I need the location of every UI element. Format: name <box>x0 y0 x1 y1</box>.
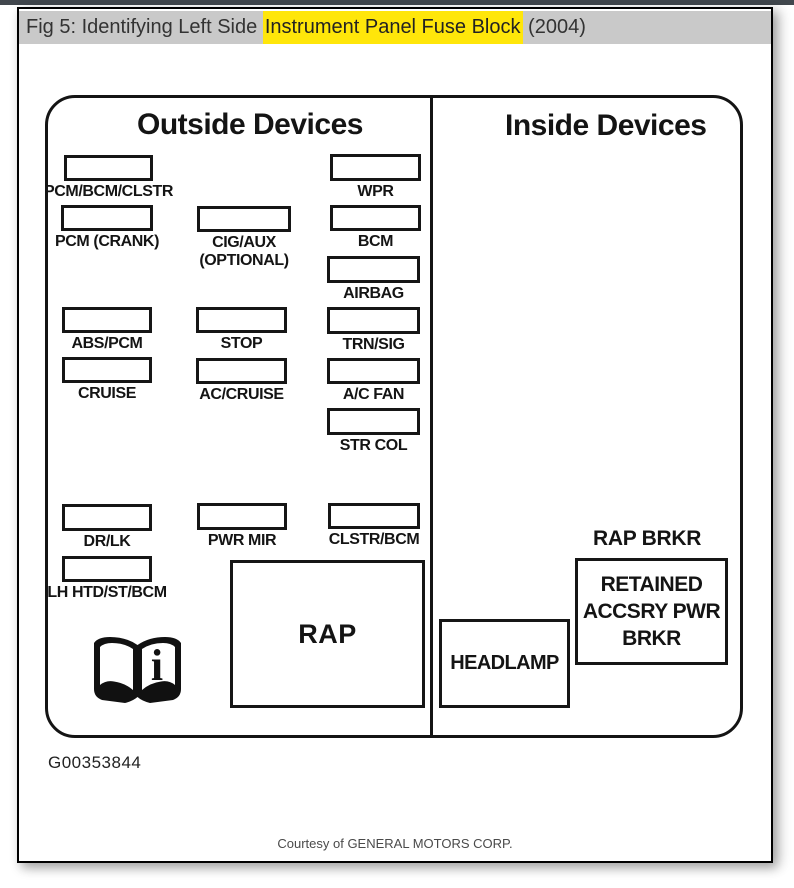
retained-accsry-pwr-brkr-box: RETAINED ACCSRY PWR BRKR <box>575 558 728 665</box>
fuse-pcm-bcm-clstr: PCM/BCM/CLSTR <box>44 155 173 201</box>
fuse-ac-cruise: AC/CRUISE <box>196 358 287 404</box>
panel-divider-line <box>430 98 433 735</box>
fuse-pwr-mir: PWR MIR <box>197 503 287 550</box>
fuse-box <box>330 154 421 181</box>
headlamp-box: HEADLAMP <box>439 619 570 708</box>
figure-title-bar: Fig 5: Identifying Left Side Instrument … <box>19 11 771 44</box>
fuse-box <box>61 205 153 231</box>
figure-title-prefix: Fig 5: Identifying Left Side <box>26 16 263 38</box>
fuse-cig-aux: CIG/AUX (OPTIONAL) <box>197 206 291 270</box>
fuse-airbag: AIRBAG <box>327 256 420 303</box>
fuse-box <box>327 256 420 283</box>
fuse-bcm: BCM <box>330 205 421 251</box>
fuse-label: TRN/SIG <box>342 336 405 353</box>
fuse-label: PCM (CRANK) <box>54 233 160 250</box>
breaker-line: BRKR <box>622 627 681 650</box>
fuse-label-line2: (OPTIONAL) <box>199 252 289 269</box>
fuse-abs-pcm: ABS/PCM <box>62 307 152 353</box>
breaker-line: RETAINED <box>600 573 703 596</box>
fuse-box <box>62 504 152 531</box>
fuse-box <box>64 155 153 181</box>
fuse-label: AIRBAG <box>343 285 404 302</box>
headlamp-label: HEADLAMP <box>450 652 559 674</box>
fuse-label: PWR MIR <box>207 532 277 549</box>
fuse-label: WPR <box>357 183 394 200</box>
fuse-box <box>327 358 420 384</box>
fuse-label: STR COL <box>339 437 408 454</box>
fuse-clstr-bcm: CLSTR/BCM <box>328 503 420 549</box>
fuse-box <box>330 205 421 231</box>
fuse-box <box>327 307 420 334</box>
fuse-label: AC/CRUISE <box>199 386 284 403</box>
fuse-box <box>196 358 287 384</box>
fuse-label: A/C FAN <box>342 386 405 403</box>
fuse-box <box>62 357 152 383</box>
fuse-label: BCM <box>357 233 394 250</box>
fuse-stop: STOP <box>196 307 287 353</box>
fuse-trn-sig: TRN/SIG <box>327 307 420 354</box>
fuse-label: CIG/AUX <box>212 234 276 251</box>
breaker-line: ACCSRY PWR <box>582 600 721 623</box>
fuse-box <box>197 206 291 232</box>
fuse-label: PCM/BCM/CLSTR <box>44 183 174 200</box>
fuse-box <box>327 408 420 435</box>
fuse-ac-fan: A/C FAN <box>327 358 420 404</box>
fuse-str-col: STR COL <box>327 408 420 455</box>
rap-box-label: RAP <box>298 618 357 649</box>
fuse-box <box>62 556 152 582</box>
fuse-lh-htd-st-bcm: LH HTD/ST/BCM <box>47 556 167 602</box>
fuse-label: DR/LK <box>83 533 131 550</box>
fuse-box <box>197 503 287 530</box>
rap-box: RAP <box>230 560 425 708</box>
inside-devices-title: Inside Devices <box>505 109 707 142</box>
figure-title-highlight: Instrument Panel Fuse Block <box>262 11 523 44</box>
fuse-label: STOP <box>220 335 263 352</box>
fuse-box <box>328 503 420 529</box>
fuse-cruise: CRUISE <box>62 357 152 403</box>
rap-brkr-label: RAP BRKR <box>593 527 702 550</box>
figure-title-suffix: (2004) <box>522 16 586 38</box>
fuse-box <box>62 307 152 333</box>
outside-devices-title: Outside Devices <box>137 108 363 141</box>
fuse-pcm-crank: PCM (CRANK) <box>55 205 159 251</box>
fuse-wpr: WPR <box>330 154 421 201</box>
fuse-label: ABS/PCM <box>71 335 143 352</box>
fuse-block-diagram: Outside Devices Inside Devices PCM/BCM/C… <box>44 95 743 738</box>
fuse-box <box>196 307 287 333</box>
courtesy-credit: Courtesy of GENERAL MOTORS CORP. <box>277 836 513 851</box>
top-divider-strip <box>0 0 794 5</box>
fuse-label: LH HTD/ST/BCM <box>47 584 167 601</box>
figure-id: G00353844 <box>48 753 142 772</box>
figure-card: Fig 5: Identifying Left Side Instrument … <box>17 7 773 863</box>
info-i-glyph: i <box>151 641 163 690</box>
fuse-label: CLSTR/BCM <box>328 531 420 548</box>
open-book-info-icon: i <box>94 637 181 703</box>
fuse-dr-lk: DR/LK <box>62 504 152 551</box>
fuse-label: CRUISE <box>77 385 137 402</box>
